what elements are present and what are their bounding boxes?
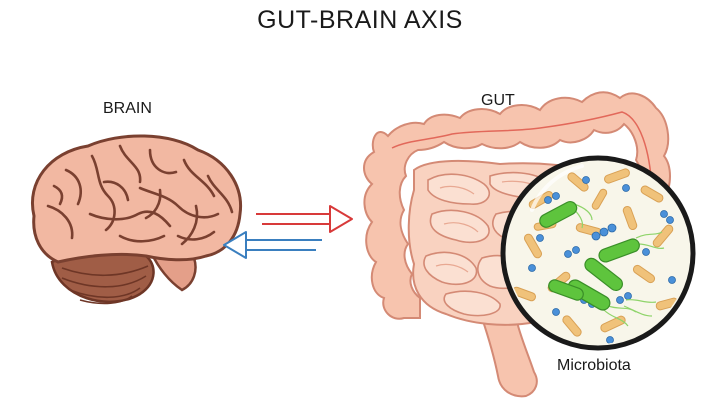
brain-icon (31, 134, 243, 305)
magnified-bacteria-icon (500, 155, 696, 351)
microbiota-label: Microbiota (557, 357, 631, 374)
arrow-left-icon (223, 231, 322, 259)
cerebrum (31, 134, 243, 264)
arrow-right-icon (256, 205, 353, 233)
diagram-title: GUT-BRAIN AXIS (257, 6, 463, 34)
colon (363, 91, 671, 320)
gut-label: GUT (481, 92, 515, 109)
brain-label: BRAIN (103, 100, 152, 117)
